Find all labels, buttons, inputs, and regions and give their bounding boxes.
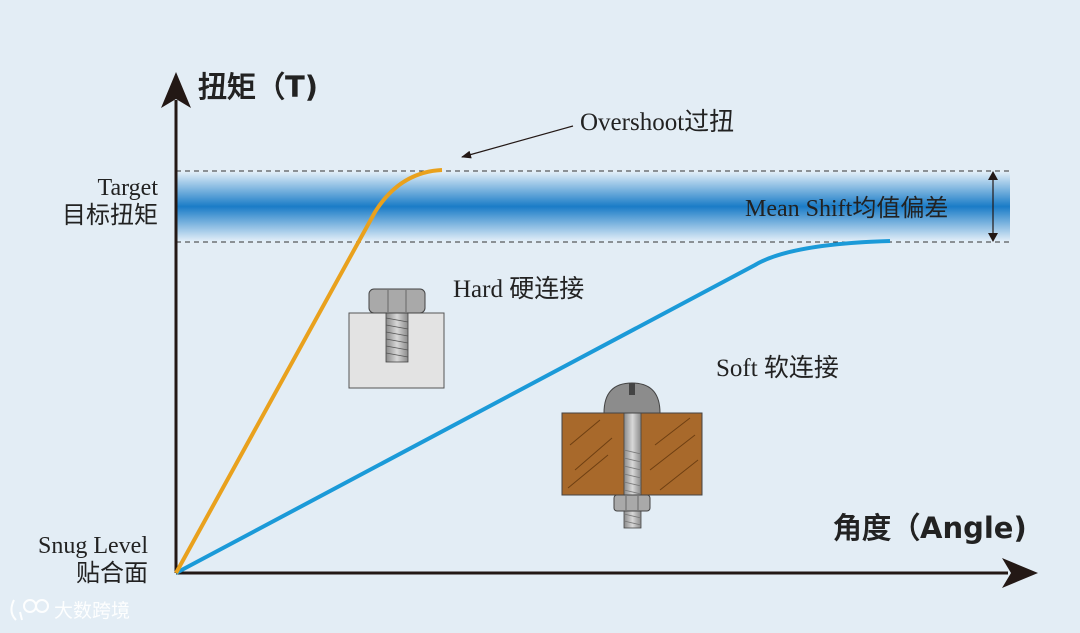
watermark-logo-icon: [10, 599, 49, 621]
mean-shift-label: Mean Shift均值偏差: [745, 196, 949, 222]
hard-joint-curve: [174, 168, 443, 574]
snug-level-label-en: Snug Level: [38, 533, 148, 559]
snug-level-label: Snug Level 贴合面: [10, 533, 148, 588]
y-axis-label: 扭矩（T): [198, 70, 319, 104]
snug-level-label-cn: 贴合面: [76, 560, 148, 587]
hard-joint-label: Hard 硬连接: [453, 276, 585, 303]
soft-joint-icon: [561, 382, 703, 529]
mean-shift-arrow-bottom-icon: [988, 233, 998, 242]
watermark-text: 大数跨境: [54, 600, 131, 622]
x-axis-arrow-icon: [1002, 558, 1038, 588]
y-axis-arrow-icon: [161, 72, 191, 108]
mean-shift-arrow-top-icon: [988, 171, 998, 180]
target-label-cn: 目标扭矩: [62, 202, 158, 229]
soft-joint-curve: [175, 239, 891, 575]
overshoot-arrow: [461, 125, 574, 159]
target-label-en: Target: [97, 175, 158, 201]
target-band: [176, 171, 1010, 242]
hard-joint-icon: [348, 288, 445, 389]
x-axis-label: 角度（Angle): [833, 511, 1027, 545]
target-label: Target 目标扭矩: [30, 175, 158, 230]
overshoot-label: Overshoot过扭: [580, 109, 735, 136]
soft-joint-label: Soft 软连接: [716, 355, 839, 382]
